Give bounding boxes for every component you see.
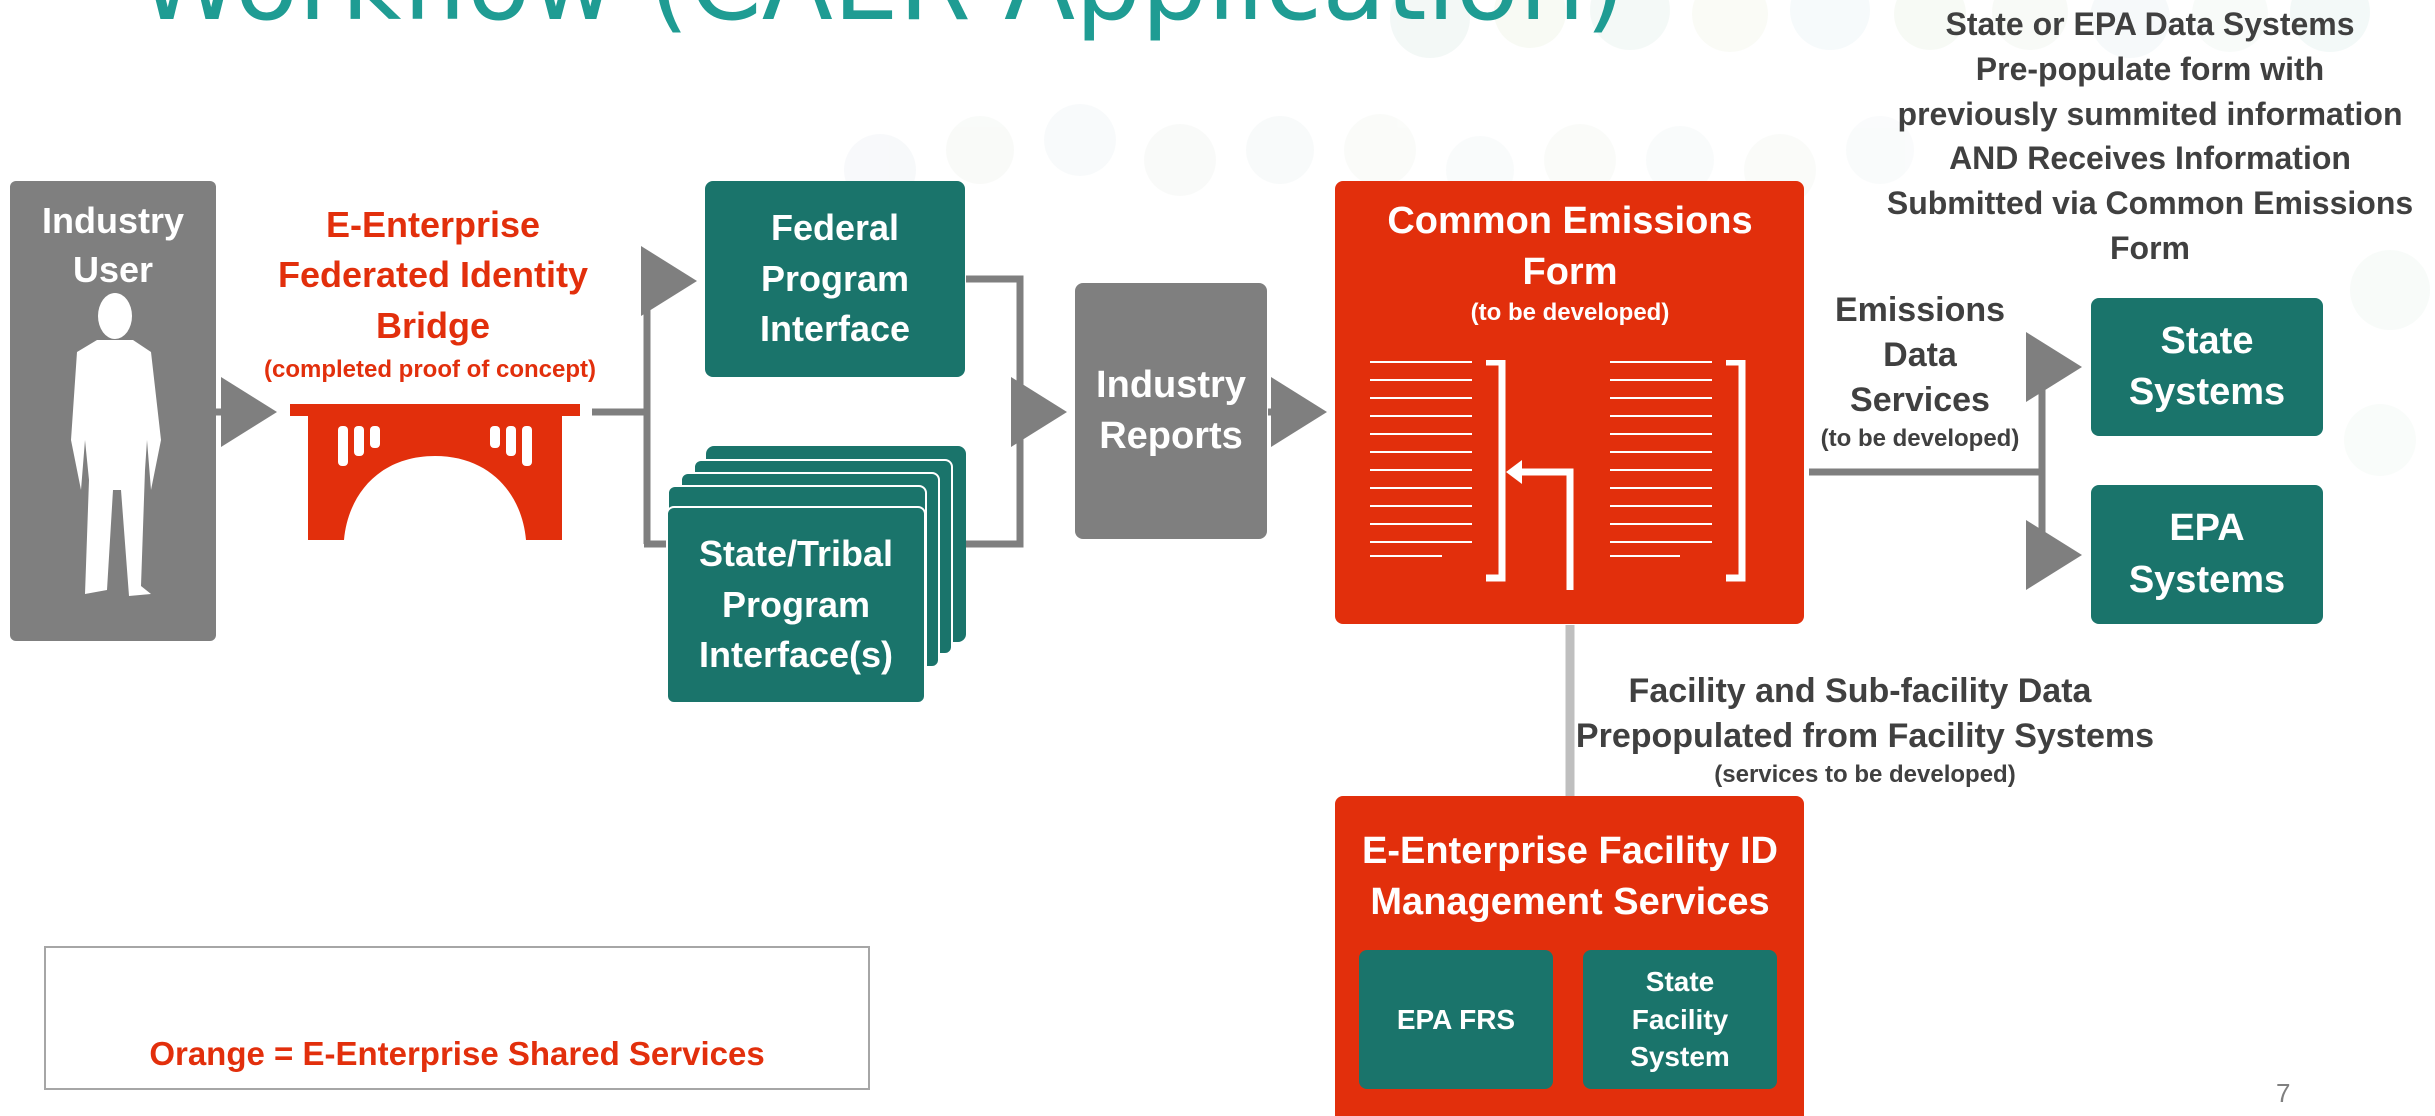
common-emissions-form-note: (to be developed) [1470, 299, 1670, 326]
emissions-data-services-label: Emissions Data Services [1834, 291, 2006, 419]
epa-frs-box: EPA FRS [1359, 950, 1553, 1089]
state-facility-system-label: State Facility System [1630, 965, 1730, 1073]
facility-data-note: (services to be developed) [1714, 761, 2016, 788]
facility-data-line-1: Facility and Sub-facility Data [1628, 672, 2092, 710]
state-epa-data-systems-line-3: previously summited information [1897, 95, 2403, 132]
state-systems-label: State Systems [2128, 319, 2286, 413]
facility-data-line-2: Prepopulated from Facility Systems [1575, 717, 2155, 755]
industry-reports-label: Industry Reports [1096, 363, 1246, 457]
state-epa-data-systems-line-2: Pre-populate form with [1975, 50, 2325, 87]
state-systems-box: State Systems [2091, 298, 2323, 436]
slide-title: Workflow (CAER Application) [138, 0, 1626, 44]
epa-frs-label: EPA FRS [1396, 1003, 1516, 1035]
industry-user-label: Industry User [41, 200, 184, 290]
bridge-icon [290, 404, 580, 540]
state-epa-data-systems-line-5: Submitted via Common Emissions [1886, 185, 2414, 222]
epa-systems-label: EPA Systems [2128, 507, 2286, 601]
common-emissions-form-label: Common Emissions Form [1387, 200, 1753, 294]
state-tribal-interface-label: State/Tribal Program Interface(s) [698, 533, 894, 676]
bridge-label: E-Enterprise Federated Identity Bridge [277, 204, 589, 346]
emissions-data-services-note: (to be developed) [1820, 425, 2020, 452]
legend-box [44, 946, 870, 1090]
federal-program-interface-label: Federal Program Interface [759, 207, 911, 350]
person-icon [71, 293, 161, 596]
epa-systems-box: EPA Systems [2091, 485, 2323, 624]
legend-text: Orange = E-Enterprise Shared Services [149, 1035, 765, 1072]
bridge-note: (completed proof of concept) [264, 356, 596, 383]
federal-program-interface-box: Federal Program Interface [705, 181, 965, 377]
state-epa-data-systems-line-1: State or EPA Data Systems [1945, 6, 2355, 42]
state-tribal-interface-box: State/Tribal Program Interface(s) [666, 506, 926, 704]
state-epa-data-systems-text: State or EPA Data Systems Pre-populate f… [1870, 2, 2430, 271]
form-document-lines-icon [1370, 360, 1746, 590]
state-epa-data-systems-line-6: Form [2110, 229, 2190, 266]
state-facility-system-box: State Facility System [1583, 950, 1777, 1089]
state-epa-data-systems-line-4: AND Receives Information [1949, 140, 2351, 177]
facility-id-management-label: E-Enterprise Facility ID Management Serv… [1361, 830, 1778, 924]
industry-reports-box: Industry Reports [1075, 283, 1267, 539]
page-number: 7 [2276, 1078, 2291, 1108]
